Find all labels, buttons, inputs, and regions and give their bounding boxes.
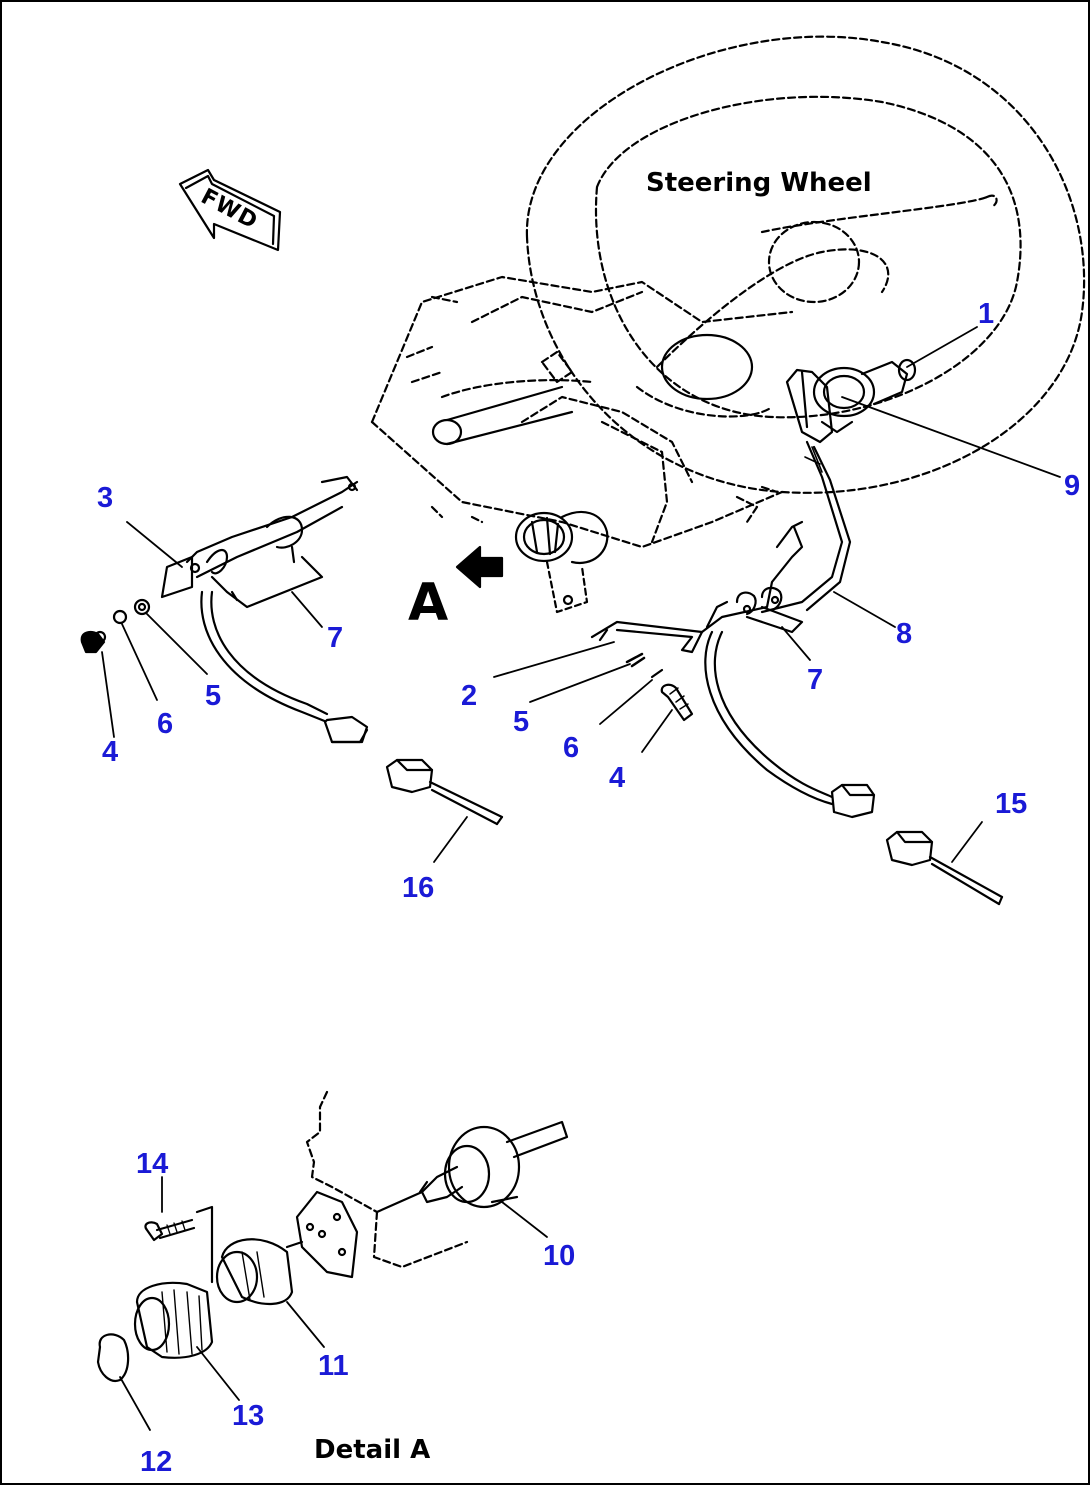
callout-7-right: 7 [807, 664, 824, 696]
left-harness [160, 475, 369, 744]
callout-9: 9 [1064, 470, 1081, 502]
steering-wheel [525, 35, 1086, 494]
connector-16 [385, 758, 504, 826]
switch-1 [785, 358, 917, 444]
wheel-hub [660, 333, 754, 401]
callout-6-right: 6 [563, 732, 580, 764]
callout-11: 11 [318, 1350, 349, 1382]
column-switch-a [514, 510, 609, 614]
view-a-label: A [408, 573, 449, 633]
bracket-2 [590, 520, 804, 654]
callout-15: 15 [995, 788, 1028, 820]
right-harness-8 [704, 440, 876, 819]
steering-wheel-caption: Steering Wheel [646, 168, 872, 198]
callout-14: 14 [136, 1148, 169, 1180]
callout-16: 16 [402, 872, 435, 904]
detail-a-leaders [119, 1176, 548, 1431]
callout-13: 13 [232, 1400, 265, 1432]
callout-5-left: 5 [205, 680, 222, 712]
view-a-arrow [455, 545, 504, 589]
connector-15 [885, 830, 1004, 906]
callout-3: 3 [97, 482, 114, 514]
leader-lines [101, 326, 1061, 863]
callout-7-left: 7 [327, 622, 344, 654]
column-shaft [445, 385, 574, 446]
steering-column [370, 275, 794, 549]
callout-4-right: 4 [609, 762, 626, 794]
callout-12: 12 [140, 1446, 173, 1478]
callout-5-right: 5 [513, 706, 530, 738]
left-fasteners [80, 598, 151, 654]
detail-a-drawing [96, 1090, 569, 1382]
right-fasteners [625, 652, 694, 722]
callout-6-left: 6 [157, 708, 174, 740]
detail-a-caption: Detail A [314, 1435, 431, 1465]
callout-10: 10 [543, 1240, 576, 1272]
callout-1: 1 [978, 298, 995, 330]
callout-2: 2 [461, 680, 478, 712]
callout-4-left: 4 [102, 736, 119, 768]
fwd-arrow-icon [178, 168, 282, 252]
callout-8: 8 [896, 618, 913, 650]
